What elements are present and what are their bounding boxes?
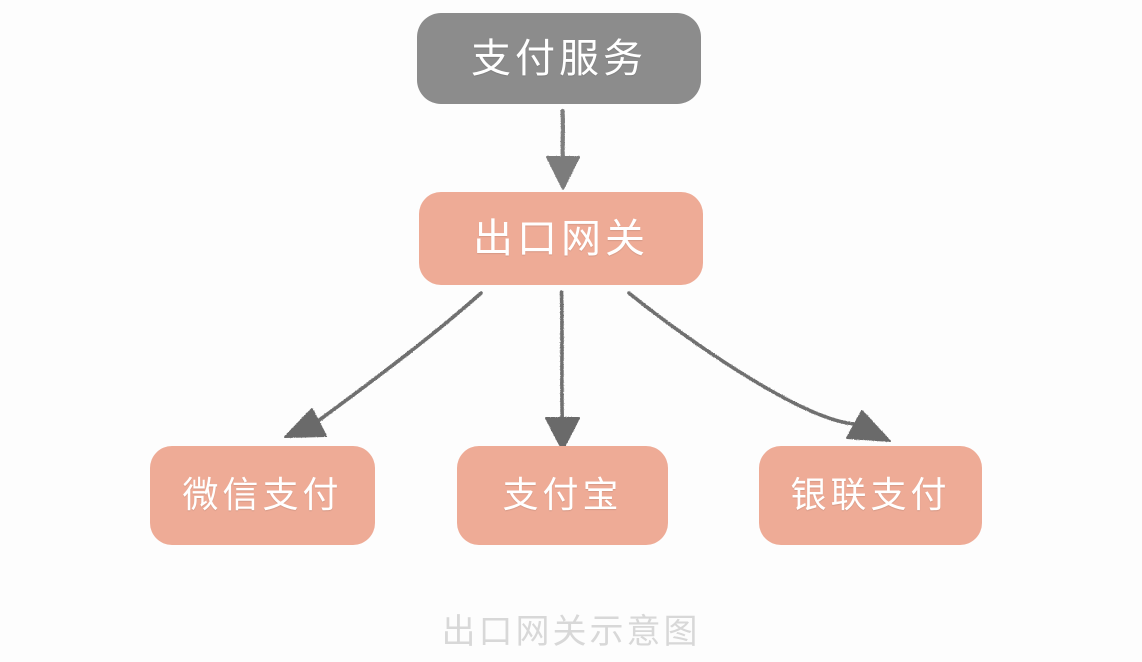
node-egress-gateway-label: 出口网关 [473, 215, 649, 262]
node-alipay-label: 支付宝 [502, 474, 623, 516]
node-alipay[interactable]: 支付宝 [457, 446, 668, 545]
node-egress-gateway[interactable]: 出口网关 [419, 192, 703, 285]
node-unionpay[interactable]: 银联支付 [759, 446, 982, 545]
edge-service-to-gateway [546, 108, 580, 190]
edge-gateway-to-unionpay [627, 291, 891, 442]
node-wechat-pay[interactable]: 微信支付 [150, 446, 375, 545]
node-unionpay-label: 银联支付 [790, 474, 951, 516]
edge-gateway-to-alipay [545, 290, 580, 451]
node-payment-service[interactable]: 支付服务 [417, 13, 701, 104]
edge-gateway-to-wechat [284, 291, 483, 438]
node-payment-service-label: 支付服务 [471, 35, 647, 82]
diagram-caption: 出口网关示意图 [441, 612, 701, 652]
node-wechat-pay-label: 微信支付 [182, 474, 343, 516]
